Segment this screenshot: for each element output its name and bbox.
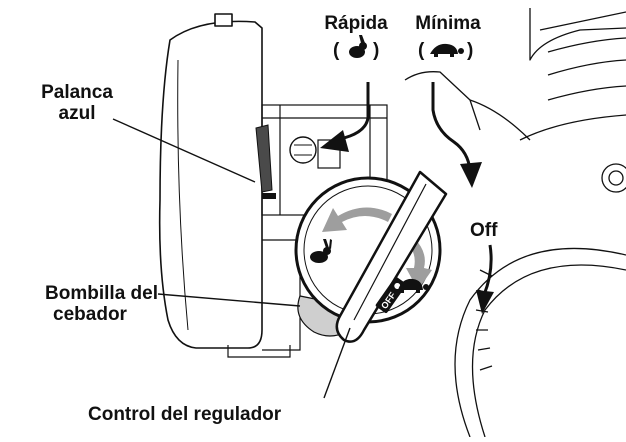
rabbit-legend-icon — [349, 35, 367, 58]
turtle-legend-icon — [430, 44, 464, 57]
label-bombilla-line2: cebador — [2, 304, 158, 325]
label-control-del-regulador: Control del regulador — [88, 404, 281, 425]
label-rapida-paren-close: ) — [373, 40, 379, 61]
label-rapida: Rápida — [308, 13, 404, 34]
label-palanca-azul: Palanca azul — [22, 82, 132, 124]
label-rapida-paren-open: ( — [333, 40, 339, 61]
label-bombilla-del-cebador: Bombilla del cebador — [2, 283, 158, 325]
label-minima-paren-close: ) — [467, 40, 473, 61]
label-minima: Mínima — [402, 13, 494, 34]
nut-detail — [602, 164, 626, 192]
label-bombilla-line1: Bombilla del — [2, 283, 158, 304]
label-off: Off — [470, 220, 497, 241]
label-palanca-line1: Palanca — [22, 82, 132, 103]
label-palanca-line2: azul — [22, 103, 132, 124]
flywheel-cover — [455, 248, 626, 437]
label-minima-paren-open: ( — [418, 40, 424, 61]
